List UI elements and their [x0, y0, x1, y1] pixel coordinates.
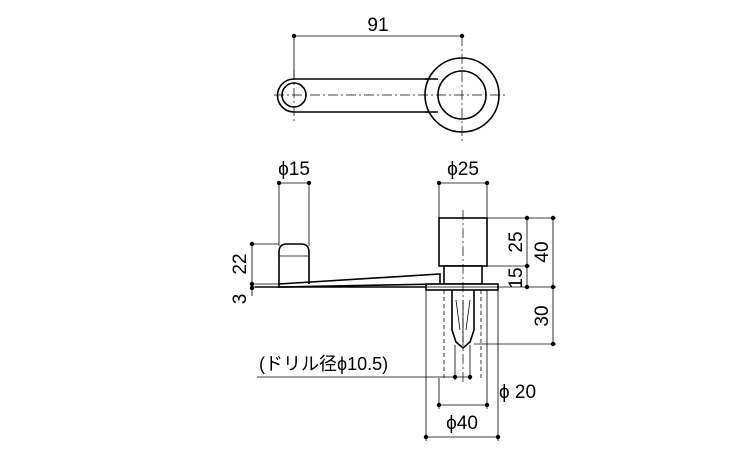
knob-side	[278, 243, 310, 284]
dim-dot	[524, 284, 530, 290]
drill-note: (ドリル径ϕ10.5)	[259, 354, 388, 374]
dim-dot	[550, 284, 556, 290]
dim-dot	[484, 402, 490, 408]
lever-plate	[278, 273, 441, 288]
dim-dot	[524, 263, 530, 269]
dim-dot	[524, 215, 530, 221]
dim-label-91: 91	[367, 15, 388, 36]
dim-dot	[249, 281, 255, 287]
anchor-body	[451, 290, 475, 350]
lever-arm	[294, 78, 432, 113]
dim-label-3: 3	[230, 294, 251, 305]
dim-dot	[495, 434, 501, 440]
dim-dot	[423, 434, 429, 440]
dim-dot	[291, 33, 297, 39]
dim-dot	[436, 402, 442, 408]
dim-label-25: 25	[506, 231, 527, 252]
top-view: 91	[274, 15, 506, 142]
dim-dot	[550, 215, 556, 221]
dim-dot	[276, 180, 282, 186]
dim-label-phi25: ϕ25	[447, 159, 479, 180]
dim-dot	[249, 285, 255, 291]
dim-dot	[249, 241, 255, 247]
dim-label-30: 30	[532, 305, 553, 326]
dim-dot	[484, 180, 490, 186]
dim-dot	[436, 180, 442, 186]
dim-label-phi15: ϕ15	[278, 159, 310, 180]
dim-label-phi40: ϕ40	[446, 413, 478, 434]
dim-dot	[467, 374, 473, 380]
dim-dot	[306, 180, 312, 186]
dim-label-15: 15	[506, 267, 527, 288]
dim-dot	[452, 374, 458, 380]
front-view: ϕ15 ϕ25 22	[230, 159, 556, 441]
dim-label-phi20: ϕ 20	[499, 382, 536, 403]
dim-label-40: 40	[532, 241, 553, 262]
lever-arm-end	[276, 78, 295, 113]
arm-join	[425, 78, 438, 113]
dim-label-22: 22	[230, 253, 251, 274]
dim-dot	[550, 341, 556, 347]
